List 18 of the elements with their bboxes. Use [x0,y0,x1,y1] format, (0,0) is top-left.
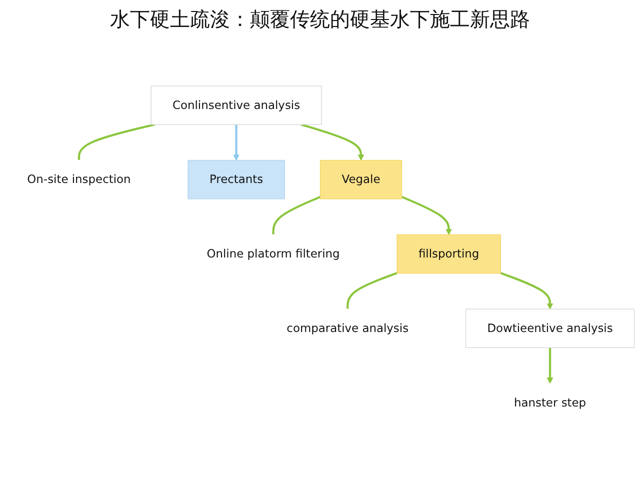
node-text: On-site inspection [27,172,131,186]
node-box: Dowtieentive analysis [465,308,635,348]
arrow [300,124,364,161]
node-box: Conlinsentive analysis [150,86,322,125]
node-box: Vegale [320,160,402,200]
node-text: comparative analysis [286,321,409,335]
arrow [233,124,240,161]
connector [78,124,155,160]
arrow [500,272,554,310]
connector [272,196,321,235]
node-box: fillsporting [396,234,501,274]
node-text: hanster step [514,396,586,410]
connector [346,272,398,310]
node-box: Prectants [188,160,285,200]
title: 水下硬土疏浚：颠覆传统的硬基水下施工新思路 [109,6,531,33]
arrow [401,196,452,235]
arrow [546,348,554,384]
node-text: Online platorm filtering [206,246,340,260]
